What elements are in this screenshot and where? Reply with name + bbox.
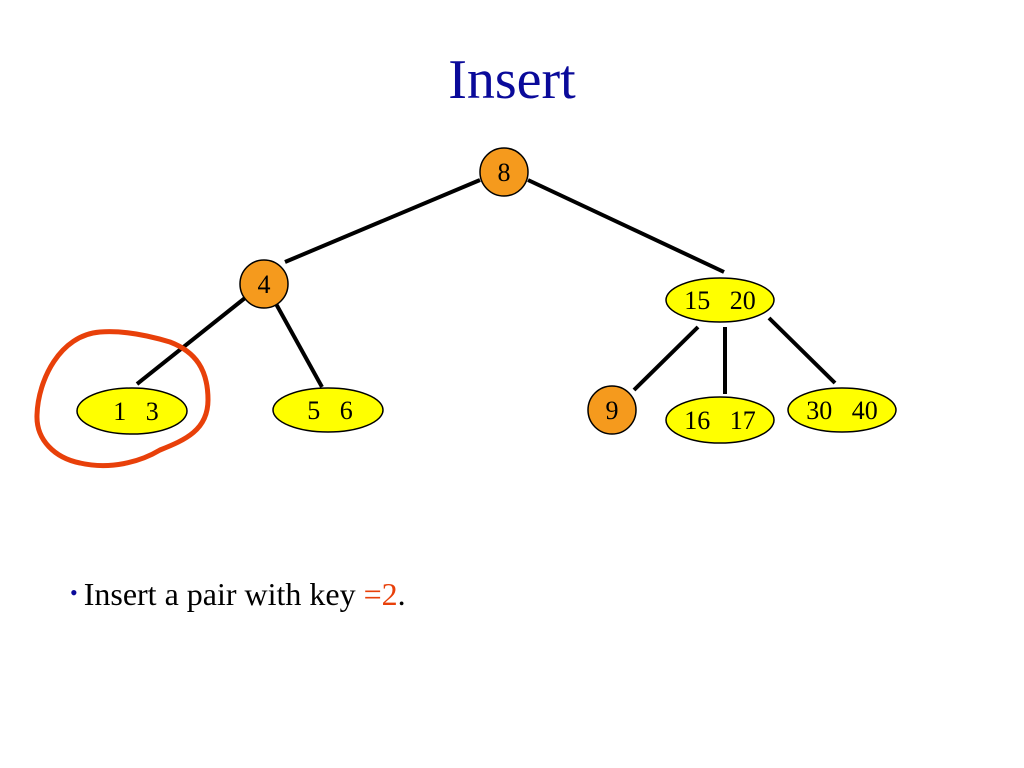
edge-n15-20-n30-40 <box>767 316 837 385</box>
node-label-n4: 4 <box>258 270 271 299</box>
tree-node-root <box>479 147 529 197</box>
node-label-n5-6: 5 6 <box>307 396 353 425</box>
tree-node-n30-40 <box>787 387 897 433</box>
tree-node-n4 <box>239 259 289 309</box>
bullet-text: Insert a pair with key <box>83 576 364 612</box>
bullet-equals: = <box>363 576 382 612</box>
tree-node-n16-17 <box>665 396 775 444</box>
bullet-key: 2 <box>381 576 398 612</box>
slide-title: Insert <box>448 49 576 111</box>
bullet-dot: • <box>70 580 78 605</box>
bullet-end: . <box>397 576 406 612</box>
edge-root-n4 <box>284 178 481 264</box>
node-label-n30-40: 30 40 <box>806 396 878 425</box>
node-label-n15-20: 15 20 <box>684 286 756 315</box>
bullet-item: •Insert a pair with key =2. <box>70 576 406 613</box>
tree-node-n9 <box>587 385 637 435</box>
edge-root-n15-20 <box>527 178 725 274</box>
node-label-root: 8 <box>498 158 511 187</box>
tree-node-n5-6 <box>272 387 384 433</box>
edge-n4-n1-3 <box>135 296 247 386</box>
node-label-n16-17: 16 17 <box>684 406 756 435</box>
node-label-n9: 9 <box>606 396 619 425</box>
node-label-n1-3: 1 3 <box>113 397 159 426</box>
edge-n15-20-n9 <box>632 325 700 392</box>
tree-node-n1-3 <box>76 387 188 435</box>
highlight-circle <box>34 329 211 469</box>
tree-node-n15-20 <box>665 277 775 323</box>
edge-n4-n5-6 <box>273 301 324 388</box>
